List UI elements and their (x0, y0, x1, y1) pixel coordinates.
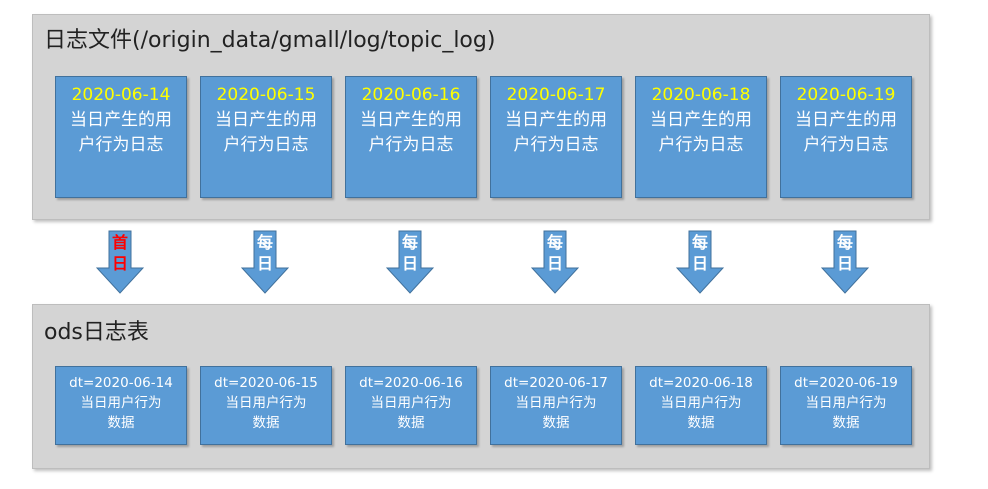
arrow-label-line2: 日 (546, 254, 563, 273)
partition-desc: 当日用户行为 (225, 395, 307, 411)
partition-dt: dt=2020-06-15 (214, 375, 318, 391)
arrow-label: 每 日 (386, 232, 434, 274)
partition-desc: 当日用户行为 (660, 395, 742, 411)
partition-dt: dt=2020-06-17 (504, 375, 608, 391)
log-box-4: 2020-06-17 当日产生的用户行为日志 (490, 76, 622, 198)
partition-desc: 当日用户行为 (80, 395, 162, 411)
arrow-label-line1: 每 (546, 233, 563, 252)
partition-dt: dt=2020-06-14 (69, 375, 173, 391)
arrow-label-line2: 日 (691, 254, 708, 273)
log-description: 当日产生的用户行为日志 (215, 110, 317, 155)
ods-partition-box-5: dt=2020-06-18 当日用户行为 数据 (635, 366, 767, 445)
ods-partition-box-4: dt=2020-06-17 当日用户行为 数据 (490, 366, 622, 445)
daily-arrow-2: 每 日 (386, 230, 434, 294)
arrow-label-line2: 日 (401, 254, 418, 273)
arrow-label-line2: 日 (111, 254, 128, 273)
arrow-label-line1: 首 (111, 233, 128, 252)
log-date: 2020-06-14 (71, 85, 171, 105)
log-box-1: 2020-06-14 当日产生的用户行为日志 (55, 76, 187, 198)
log-date: 2020-06-16 (361, 85, 461, 105)
log-files-panel: 日志文件(/origin_data/gmall/log/topic_log) 2… (32, 14, 930, 220)
arrow-label: 首 日 (96, 232, 144, 274)
partition-desc: 当日用户行为 (515, 395, 597, 411)
arrow-label-line2: 日 (836, 254, 853, 273)
log-date: 2020-06-15 (216, 85, 316, 105)
log-files-title: 日志文件(/origin_data/gmall/log/topic_log) (44, 28, 496, 53)
partition-desc-2: 数据 (542, 415, 570, 431)
down-arrow-icon (241, 230, 289, 294)
down-arrow-icon (531, 230, 579, 294)
down-arrow-icon (821, 230, 869, 294)
log-box-2: 2020-06-15 当日产生的用户行为日志 (200, 76, 332, 198)
daily-arrow-3: 每 日 (531, 230, 579, 294)
arrow-label: 每 日 (241, 232, 289, 274)
partition-desc-2: 数据 (107, 415, 135, 431)
arrow-label: 每 日 (821, 232, 869, 274)
daily-arrow-1: 每 日 (241, 230, 289, 294)
ods-partition-box-1: dt=2020-06-14 当日用户行为 数据 (55, 366, 187, 445)
log-description: 当日产生的用户行为日志 (795, 110, 897, 155)
partition-dt: dt=2020-06-16 (359, 375, 463, 391)
ods-log-table-panel: ods日志表 dt=2020-06-14 当日用户行为 数据 dt=2020-0… (32, 304, 930, 469)
log-date: 2020-06-18 (651, 85, 751, 105)
arrow-label: 每 日 (531, 232, 579, 274)
arrow-label-line1: 每 (691, 233, 708, 252)
partition-desc-2: 数据 (832, 415, 860, 431)
ods-log-table-title: ods日志表 (44, 320, 149, 345)
ods-partition-box-3: dt=2020-06-16 当日用户行为 数据 (345, 366, 477, 445)
arrow-label-line1: 每 (256, 233, 273, 252)
arrow-label-line2: 日 (256, 254, 273, 273)
arrow-label-line1: 每 (401, 233, 418, 252)
partition-desc-2: 数据 (687, 415, 715, 431)
daily-arrow-5: 每 日 (821, 230, 869, 294)
partition-desc: 当日用户行为 (370, 395, 452, 411)
partition-desc-2: 数据 (252, 415, 280, 431)
partition-dt: dt=2020-06-19 (794, 375, 898, 391)
log-description: 当日产生的用户行为日志 (505, 110, 607, 155)
first-day-arrow: 首 日 (96, 230, 144, 294)
down-arrow-icon (676, 230, 724, 294)
arrow-label: 每 日 (676, 232, 724, 274)
log-box-6: 2020-06-19 当日产生的用户行为日志 (780, 76, 912, 198)
ods-partition-box-6: dt=2020-06-19 当日用户行为 数据 (780, 366, 912, 445)
arrow-label-line1: 每 (836, 233, 853, 252)
partition-dt: dt=2020-06-18 (649, 375, 753, 391)
log-date: 2020-06-19 (796, 85, 896, 105)
log-box-5: 2020-06-18 当日产生的用户行为日志 (635, 76, 767, 198)
partition-desc: 当日用户行为 (805, 395, 887, 411)
partition-desc-2: 数据 (397, 415, 425, 431)
ods-partition-box-2: dt=2020-06-15 当日用户行为 数据 (200, 366, 332, 445)
log-box-3: 2020-06-16 当日产生的用户行为日志 (345, 76, 477, 198)
log-description: 当日产生的用户行为日志 (650, 110, 752, 155)
daily-arrow-4: 每 日 (676, 230, 724, 294)
down-arrow-icon (96, 230, 144, 294)
log-description: 当日产生的用户行为日志 (70, 110, 172, 155)
log-date: 2020-06-17 (506, 85, 606, 105)
down-arrow-icon (386, 230, 434, 294)
log-description: 当日产生的用户行为日志 (360, 110, 462, 155)
